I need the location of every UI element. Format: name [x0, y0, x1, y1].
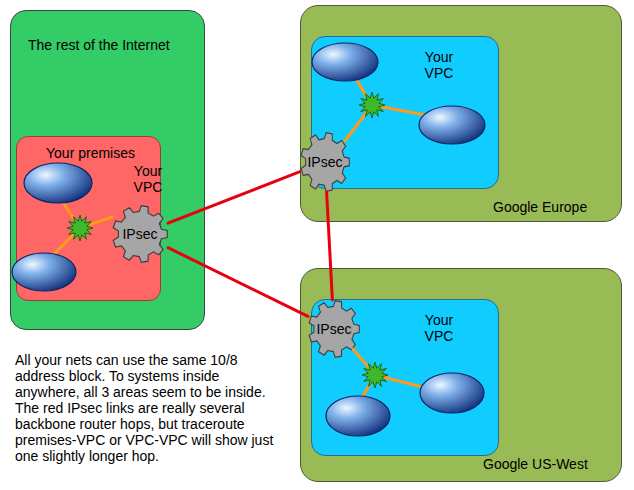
- cloud-host: [312, 43, 378, 81]
- google-region: Google US-West Your VPC IPsec: [300, 268, 622, 482]
- lan-wire: [80, 217, 112, 228]
- ipsec-gear: IPsec: [112, 205, 168, 263]
- premises-box: Your premisesIPsec: [16, 136, 161, 301]
- region-title: Your VPC: [417, 49, 461, 81]
- cloud-host: [326, 396, 390, 436]
- gear-label: IPsec: [316, 321, 351, 337]
- ipsec-gear: IPsec: [300, 132, 350, 192]
- vpc-box: Your VPC IPsec: [311, 299, 499, 456]
- cloud-host: [420, 373, 484, 413]
- gear-outline: [309, 301, 359, 358]
- region-title: Google US-West: [483, 456, 588, 472]
- gear-label: IPsec: [122, 226, 157, 242]
- router-stars: [67, 92, 388, 388]
- lan-wire: [356, 79, 372, 105]
- region-title: The rest of the Internet: [28, 37, 170, 53]
- lan-wire: [62, 201, 80, 228]
- region-title: Your premises: [46, 145, 135, 161]
- region-title: Google Europe: [493, 199, 587, 215]
- note-text: All your nets can use the same 10/8 addr…: [15, 352, 287, 464]
- lan-wire: [54, 228, 80, 254]
- cloud-hosts: [12, 43, 485, 436]
- lan-wire: [375, 375, 430, 389]
- gear-label: IPsec: [307, 154, 342, 170]
- vpc-label: Your VPC: [126, 163, 170, 195]
- ipsec-link: [168, 248, 308, 317]
- gear-outline: [301, 133, 349, 192]
- cloud-host: [12, 253, 76, 291]
- gear-outline: [113, 206, 167, 263]
- cloud-host: [419, 106, 485, 144]
- cloud-host: [24, 163, 92, 203]
- router-star: [67, 215, 93, 241]
- lan-wire: [353, 349, 375, 375]
- ipsec-gear: IPsec: [308, 300, 360, 358]
- lan-wire: [345, 105, 372, 141]
- region-title: Your VPC: [417, 312, 461, 344]
- lan-wires: [54, 79, 436, 396]
- ipsec-link: [327, 192, 333, 300]
- vpc-label-box: Your VPC: [126, 163, 170, 195]
- vpc-box: Your VPCIPsec: [311, 36, 499, 189]
- ipsec-link: [168, 172, 300, 223]
- internet-region: The rest of the InternetYour premisesIPs…: [10, 10, 205, 330]
- router-star: [362, 362, 388, 388]
- google-region: Google EuropeYour VPCIPsec: [300, 5, 622, 222]
- router-star: [359, 92, 385, 118]
- lan-wire: [372, 105, 436, 117]
- note-text-box: All your nets can use the same 10/8 addr…: [15, 352, 287, 464]
- lan-wire: [363, 375, 375, 396]
